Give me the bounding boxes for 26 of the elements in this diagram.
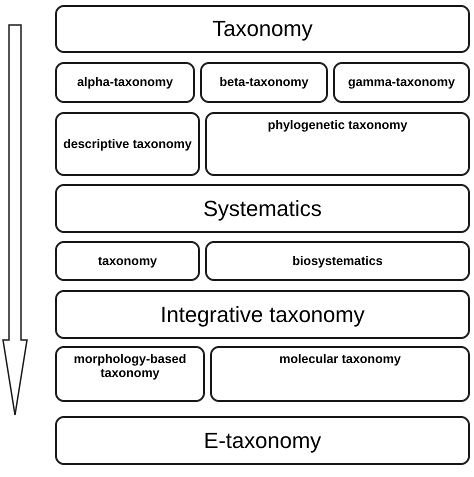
box-label: beta-taxonomy — [220, 75, 308, 90]
box-label: morphology-based taxonomy — [72, 352, 188, 381]
box-label: alpha-taxonomy — [77, 75, 173, 90]
category-box — [200, 62, 328, 103]
box-label: descriptive taxonomy — [63, 136, 192, 152]
heading-box — [55, 290, 470, 339]
category-box — [55, 346, 205, 402]
box-label: E-taxonomy — [204, 428, 322, 454]
box-label: biosystematics — [292, 254, 383, 268]
box-label: Systematics — [203, 196, 322, 222]
box-label: gamma-taxonomy — [348, 75, 455, 90]
category-box — [205, 112, 470, 176]
box-label: phylogenetic taxonomy — [268, 118, 408, 132]
category-box — [205, 241, 470, 281]
category-box — [55, 241, 200, 281]
heading-box — [55, 184, 470, 233]
heading-box — [55, 5, 470, 53]
box-label: Integrative taxonomy — [160, 302, 365, 328]
category-box — [55, 62, 195, 103]
box-label: molecular taxonomy — [279, 352, 401, 366]
box-label: Taxonomy — [212, 16, 313, 42]
box-label: taxonomy — [98, 254, 158, 268]
category-box — [333, 62, 470, 103]
heading-box — [55, 416, 470, 465]
category-box — [210, 346, 470, 402]
category-box — [55, 112, 200, 176]
